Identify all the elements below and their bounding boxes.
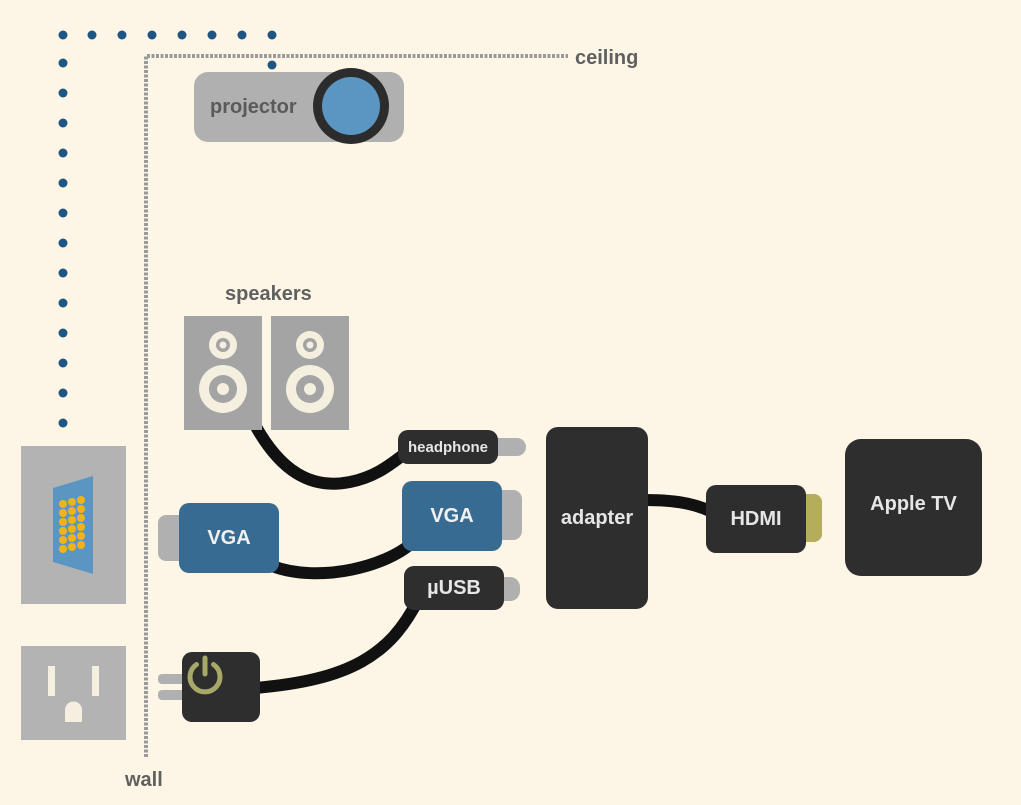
vga-left-connector: VGA <box>179 503 279 573</box>
electrical-outlet-icon <box>48 666 99 722</box>
wall-outlet <box>21 646 126 740</box>
speaker-right <box>271 316 349 430</box>
hdmi-connector: HDMI <box>706 485 806 553</box>
adapter-label: adapter <box>560 506 634 529</box>
projector-lens-icon <box>313 68 389 144</box>
speaker-icon <box>286 331 334 413</box>
vga-cable <box>266 534 421 580</box>
usb-power-cable <box>249 594 424 694</box>
power-adapter <box>182 652 260 722</box>
headphone-label: headphone <box>407 438 488 456</box>
wall-vga-plate <box>21 446 126 604</box>
headphone-connector: headphone <box>398 430 498 464</box>
speakers-label: speakers <box>225 283 312 305</box>
headphone-cable <box>249 419 416 490</box>
speaker-icon <box>199 331 247 413</box>
speaker-left <box>184 316 262 430</box>
wall-ceiling-line <box>144 54 568 757</box>
wall-label: wall <box>125 769 163 791</box>
vga-port-icon <box>53 476 93 574</box>
usb-label: µUSB <box>427 576 481 599</box>
apple-tv: Apple TV <box>845 439 982 576</box>
vga-right-label: VGA <box>430 504 474 527</box>
dotted-guide-line <box>58 30 277 428</box>
projector-label: projector <box>210 95 297 118</box>
ceiling-label: ceiling <box>575 47 639 69</box>
vga-left-label: VGA <box>207 526 251 549</box>
vga-right-connector: VGA <box>402 481 502 551</box>
adapter: adapter <box>546 427 648 609</box>
hdmi-label: HDMI <box>730 507 782 530</box>
usb-connector: µUSB <box>404 566 504 610</box>
apple-tv-label: Apple TV <box>870 493 957 515</box>
power-icon <box>187 655 223 695</box>
